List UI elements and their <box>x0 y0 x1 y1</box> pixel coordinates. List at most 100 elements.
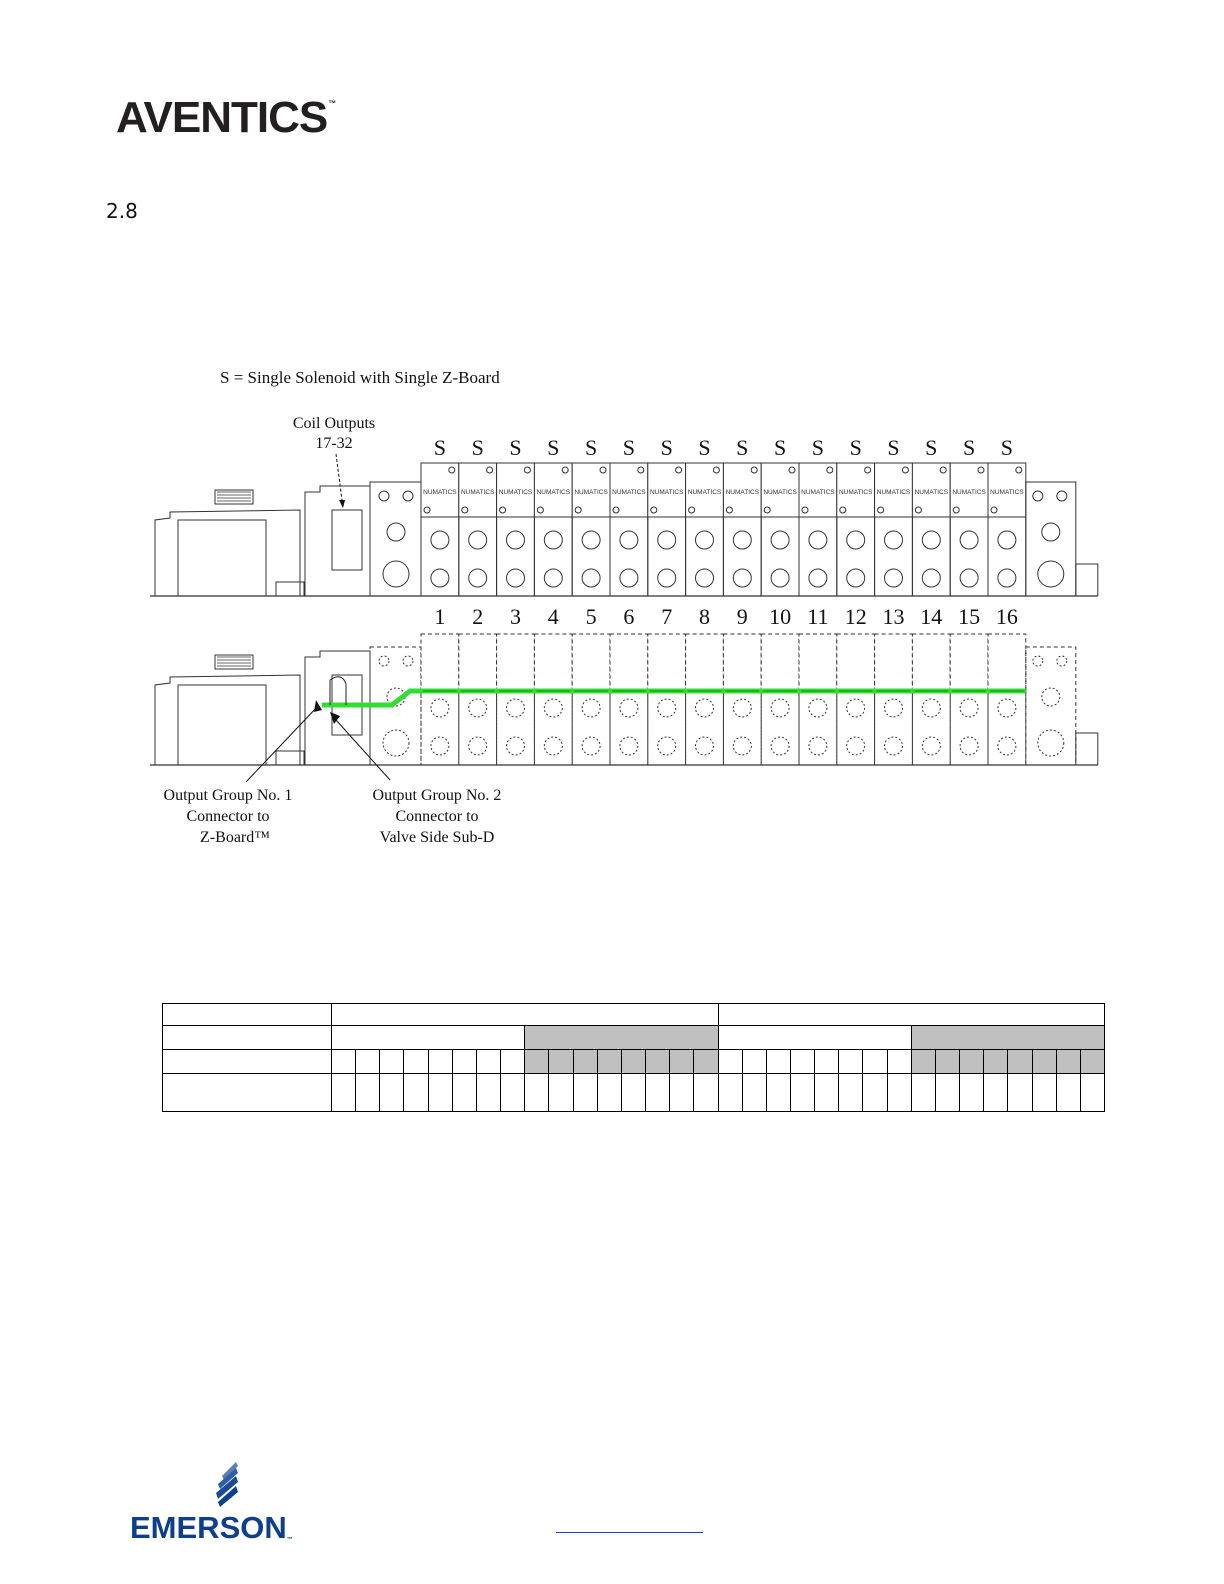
valve-outline <box>911 633 951 693</box>
solenoid-valve <box>987 462 1027 518</box>
sub-base-port <box>657 698 677 718</box>
solenoid-type-label: S <box>774 435 786 460</box>
bit-cell <box>427 1049 453 1074</box>
valve-brand-label: NUMATICS <box>423 489 457 496</box>
sub-base-port <box>506 698 525 718</box>
zboard-housing <box>154 509 301 596</box>
emblem-stripe <box>216 1476 238 1499</box>
right-end-plate <box>1025 646 1077 766</box>
callout-1-line-2: Connector to <box>186 808 269 825</box>
sub-base-port <box>581 736 601 756</box>
solenoid-type-label: S <box>472 435 484 460</box>
footer-link-underline <box>556 1532 703 1533</box>
bit-cell <box>1079 1049 1106 1074</box>
bit-cell <box>669 1073 695 1112</box>
bit-cell <box>1055 1049 1081 1074</box>
sub-base-port <box>657 530 677 550</box>
sub-base <box>760 516 800 597</box>
sub-base-port <box>695 530 714 550</box>
valve-brand-label: NUMATICS <box>990 489 1024 496</box>
bit-cell <box>765 1073 791 1112</box>
sub-base-port <box>695 568 714 588</box>
coil-outputs-leader <box>335 453 343 501</box>
emerson-trademark: ™ <box>286 1537 293 1543</box>
solenoid-valve <box>685 462 724 518</box>
valve-screw <box>499 506 507 514</box>
sub-base <box>458 516 498 597</box>
station-number: 9 <box>737 604 748 629</box>
valve-outline <box>685 633 724 693</box>
bit-cell <box>983 1073 1009 1112</box>
bit-cell <box>693 1049 719 1074</box>
solenoid-type-label: S <box>963 435 975 460</box>
sub-base-outline <box>458 691 498 766</box>
bit-cell <box>475 1073 502 1112</box>
sub-base-port <box>695 736 714 756</box>
sub-base-port <box>997 568 1017 588</box>
bit-cell <box>934 1049 961 1074</box>
left-end-plate <box>369 481 422 597</box>
bit-cell <box>862 1073 888 1112</box>
sub-base-port <box>884 568 903 588</box>
bit-cell <box>451 1049 477 1074</box>
valve-brand-label: NUMATICS <box>726 489 760 496</box>
bit-cell <box>451 1073 477 1112</box>
bit-cell <box>814 1049 840 1074</box>
valve-outline <box>533 633 573 693</box>
coil-outputs-range: 17-32 <box>315 435 352 452</box>
sub-base-port <box>959 698 979 718</box>
valve-outline <box>571 633 611 693</box>
bit-cell <box>475 1049 502 1074</box>
bit-cell <box>741 1073 767 1112</box>
solenoid-type-label: S <box>623 435 635 460</box>
bit-cell <box>572 1073 598 1112</box>
valve-screw <box>725 506 733 514</box>
byte-header-cell <box>524 1025 719 1050</box>
sub-base <box>836 516 876 597</box>
valve-screw <box>523 466 531 474</box>
valve-outline <box>458 633 498 693</box>
sub-base-port <box>619 736 639 756</box>
emblem-stripe <box>222 1462 238 1480</box>
valve-screw <box>901 466 909 474</box>
station-number: 2 <box>472 604 483 629</box>
sub-base-outline <box>647 691 687 766</box>
solenoid-type-label: S <box>698 435 710 460</box>
row-header-cell <box>162 1049 332 1074</box>
valve-brand-label: NUMATICS <box>839 489 873 496</box>
valve-outline <box>836 633 876 693</box>
sub-base-port <box>884 530 903 550</box>
bit-cell <box>500 1073 526 1112</box>
byte-header-cell <box>330 1025 526 1050</box>
row-header-cell <box>162 1025 332 1050</box>
bit-cell <box>983 1049 1009 1074</box>
bit-cell <box>886 1049 912 1074</box>
sub-base-port <box>921 698 941 718</box>
end-plate-screw <box>1032 490 1044 502</box>
valve-screw <box>612 506 620 514</box>
connector-cap <box>214 489 254 505</box>
diagram-legend: S = Single Solenoid with Single Z-Board <box>220 368 500 387</box>
bit-cell <box>838 1049 864 1074</box>
valve-brand-label: NUMATICS <box>915 489 949 496</box>
bit-cell <box>645 1049 671 1074</box>
callout-output-group-2: Output Group No. 2 Connector to Valve Si… <box>330 712 501 846</box>
output-mapping-table <box>162 1003 1106 1112</box>
bit-cell <box>1079 1073 1106 1112</box>
valve-screw <box>952 506 960 514</box>
sub-base <box>533 516 573 597</box>
sub-base-port <box>430 530 450 550</box>
sub-base-outline <box>949 691 989 766</box>
valve-screw <box>826 466 834 474</box>
solenoid-type-label: S <box>1001 435 1013 460</box>
sub-base-outline <box>420 691 460 766</box>
end-plate-port <box>1037 729 1065 757</box>
emblem-stripe <box>218 1468 238 1489</box>
valve-outline <box>420 633 460 693</box>
valve-brand-label: NUMATICS <box>612 489 646 496</box>
sub-base-port <box>619 568 639 588</box>
sub-base-outline <box>987 691 1027 766</box>
valve-outline <box>949 633 989 693</box>
sub-base-port <box>846 530 866 550</box>
callout-1-leader <box>245 705 319 783</box>
